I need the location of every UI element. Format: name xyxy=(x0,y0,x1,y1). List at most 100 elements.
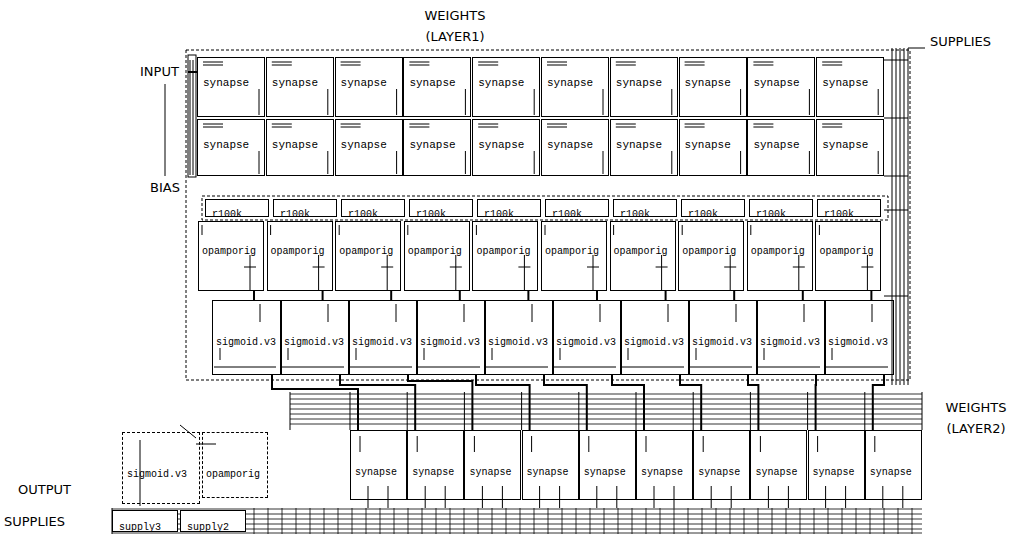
wire xyxy=(764,348,765,360)
wire xyxy=(685,124,705,125)
wire xyxy=(703,436,704,452)
opamp-cell: opamporig xyxy=(267,221,333,291)
wire xyxy=(730,508,731,534)
wire xyxy=(341,124,361,125)
wire xyxy=(203,62,223,63)
wire xyxy=(478,62,498,63)
synapse-cell: synapse xyxy=(816,119,884,176)
resistor-cell: r100k xyxy=(273,199,337,217)
wire xyxy=(671,89,672,115)
wire xyxy=(341,62,361,63)
cell-name: supply2 xyxy=(187,523,229,533)
signal-wire xyxy=(612,375,644,430)
synapse-cell: synapse xyxy=(541,119,609,176)
wire xyxy=(396,151,397,174)
wire xyxy=(193,60,194,175)
resistor-cell: r100k xyxy=(681,199,745,217)
wire xyxy=(324,508,325,534)
supply-cell: supply3 xyxy=(112,510,178,532)
wire xyxy=(539,486,540,508)
wire xyxy=(417,436,418,452)
signal-wire xyxy=(665,291,667,300)
wire xyxy=(661,255,662,291)
wire xyxy=(646,436,647,452)
wire xyxy=(616,124,636,125)
wire xyxy=(788,486,789,508)
wire xyxy=(290,404,922,405)
wire xyxy=(396,304,397,322)
cell-name: r100k xyxy=(688,210,718,220)
wire xyxy=(856,508,857,534)
synapse-cell: synapse xyxy=(197,57,265,117)
wire xyxy=(867,255,868,291)
cell-name: synapse xyxy=(822,78,868,89)
block-label: INPUT xyxy=(140,62,190,83)
synapse-cell: synapse xyxy=(472,119,540,176)
wire xyxy=(656,267,668,268)
wire xyxy=(682,225,683,235)
outline xyxy=(188,55,196,177)
cell-name: r100k xyxy=(552,210,582,220)
cell-name: synapse xyxy=(813,468,855,478)
block-label: SUPPLIES xyxy=(4,512,104,533)
wire xyxy=(341,127,361,128)
wire xyxy=(396,89,397,115)
wire xyxy=(290,424,922,425)
wire xyxy=(825,486,826,508)
cell-name: opamporig xyxy=(682,247,736,257)
wire xyxy=(356,348,357,360)
cell-name: synapse xyxy=(203,140,249,151)
block-label: BIAS xyxy=(150,178,200,199)
resistor-cell: r100k xyxy=(613,199,677,217)
wire xyxy=(545,225,546,235)
wire xyxy=(832,348,833,360)
wire xyxy=(798,255,799,291)
synapse-cell: synapse xyxy=(335,119,403,176)
wire xyxy=(407,225,408,235)
cell-name: sigmoid.v3 xyxy=(692,338,752,348)
wire xyxy=(590,508,591,534)
cell-name: synapse xyxy=(469,468,511,478)
wire xyxy=(724,267,736,268)
cell-name: opamporig xyxy=(271,247,325,257)
synapse-cell: synapse xyxy=(464,430,521,500)
wire xyxy=(898,508,899,534)
wire xyxy=(874,436,875,452)
wire xyxy=(341,65,361,66)
wire xyxy=(450,267,462,268)
wire xyxy=(892,48,893,385)
cell-name: synapse xyxy=(685,78,731,89)
outline xyxy=(186,50,910,380)
wire xyxy=(381,267,393,268)
wire xyxy=(822,127,842,128)
cell-name: r100k xyxy=(416,210,446,220)
wire xyxy=(674,508,675,534)
cell-name: sigmoid.v3 xyxy=(760,338,820,348)
synapse-cell: synapse xyxy=(266,57,334,117)
wire xyxy=(753,124,773,125)
cell-name: r100k xyxy=(280,210,310,220)
wire xyxy=(478,65,498,66)
block-label: WEIGHTS (LAYER2) xyxy=(930,398,1022,440)
resistor-cell: r100k xyxy=(477,199,541,217)
cell-name: synapse xyxy=(755,468,797,478)
synapse-cell: synapse xyxy=(816,57,884,117)
cell-name: synapse xyxy=(641,468,683,478)
sigmoid-cell: sigmoid.v3 xyxy=(824,300,894,375)
wire xyxy=(290,419,922,420)
cell-name: opamporig xyxy=(202,247,256,257)
wire xyxy=(422,508,423,534)
resistor-cell: r100k xyxy=(817,199,881,217)
cell-name: opamporig xyxy=(476,247,530,257)
cell-name: r100k xyxy=(824,210,854,220)
wire xyxy=(760,436,761,452)
wire xyxy=(814,508,815,534)
wire xyxy=(690,367,752,368)
cell-name: synapse xyxy=(584,468,626,478)
wire xyxy=(318,255,319,291)
cell-name: sigmoid.v3 xyxy=(488,338,548,348)
cell-name: synapse xyxy=(698,468,740,478)
wire xyxy=(534,89,535,115)
signal-wire xyxy=(748,375,758,430)
wire xyxy=(474,436,475,452)
